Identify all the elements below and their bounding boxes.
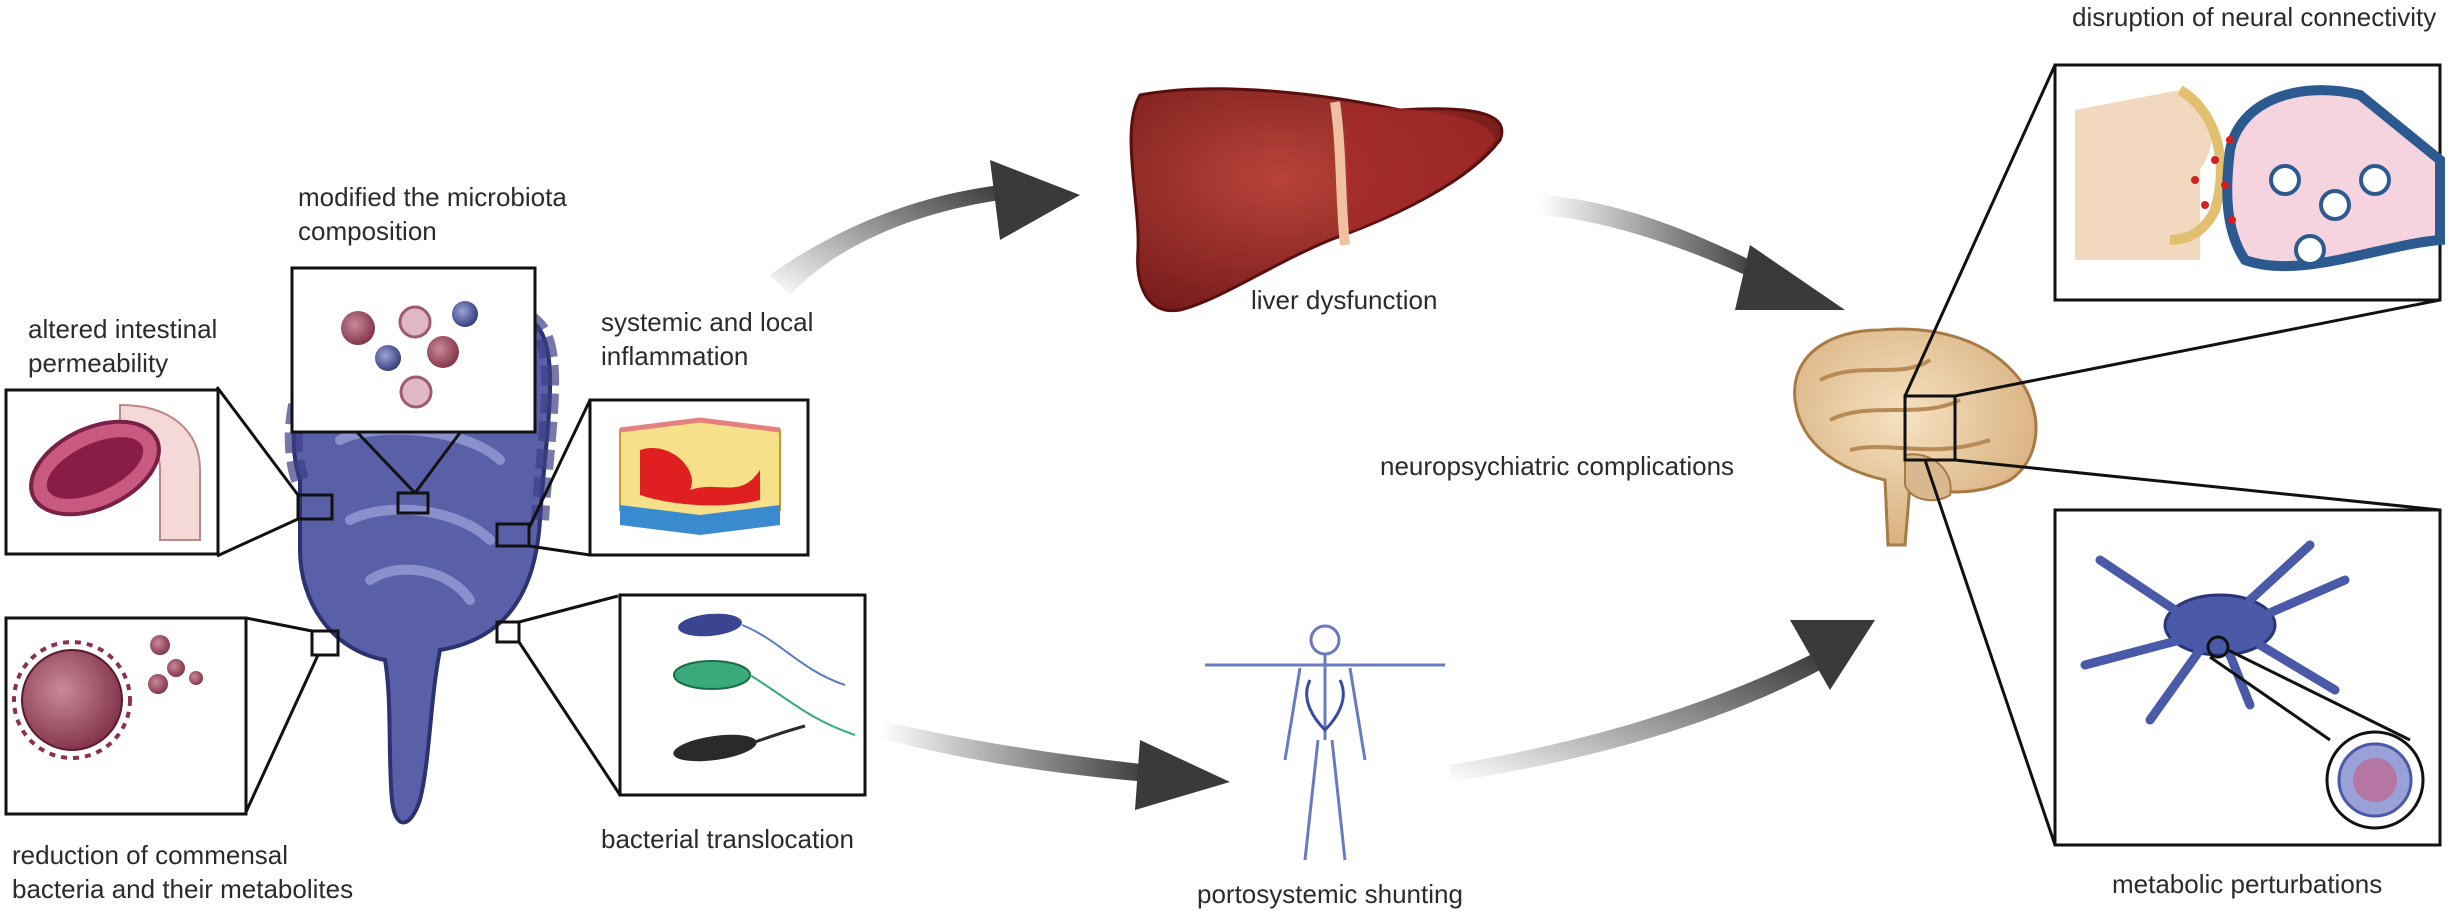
arrow-liver-to-brain — [1540, 195, 1845, 310]
arrow-body-to-brain — [1450, 620, 1875, 782]
label-inflammation: systemic and local inflammation — [601, 307, 814, 371]
label-commensal: reduction of commensal bacteria and thei… — [12, 840, 354, 904]
intestine-callout-markers — [215, 386, 622, 813]
label-translocation: bacterial translocation — [601, 824, 854, 854]
arrow-intestine-to-body — [880, 720, 1230, 810]
panel-inflammation — [588, 398, 810, 557]
panel-synapse — [2053, 63, 2445, 302]
vascular-body-illustration — [1205, 624, 1445, 861]
label-microbiota: modified the microbiota composition — [298, 182, 567, 246]
label-neuro: neuropsychiatric complications — [1380, 451, 1735, 481]
label-permeability: altered intestinal permeability — [28, 314, 218, 378]
liver-illustration — [1129, 87, 1504, 313]
label-connectivity: disruption of neural connectivity — [2072, 2, 2437, 32]
panel-neuron — [2053, 508, 2442, 847]
brain-callout-lines — [1903, 64, 2441, 846]
arrow-intestine-to-liver — [770, 160, 1080, 295]
panel-bacteria — [618, 593, 867, 797]
brain-illustration — [1793, 327, 2038, 547]
label-liver: liver dysfunction — [1251, 285, 1438, 315]
label-metabolic: metabolic perturbations — [2112, 869, 2383, 899]
panel-permeability — [4, 388, 220, 556]
label-shunting: portosystemic shunting — [1197, 879, 1463, 909]
panel-commensal — [4, 616, 248, 816]
panel-microbiota — [290, 266, 537, 434]
